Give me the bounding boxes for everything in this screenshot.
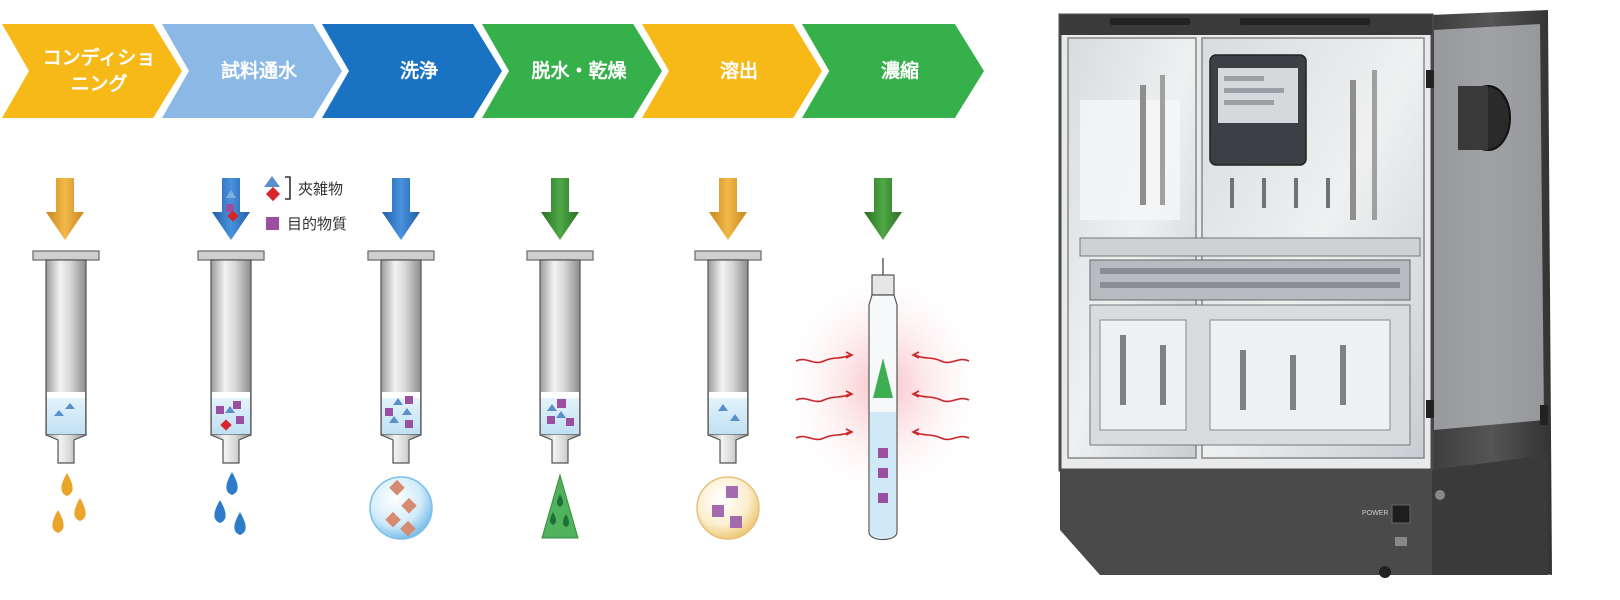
drop-icon bbox=[74, 498, 85, 521]
spe-cartridge-drying bbox=[527, 251, 593, 463]
legend-bracket-icon bbox=[285, 177, 290, 199]
spe-cartridge-conditioning bbox=[33, 251, 99, 463]
arrow-down-icon bbox=[709, 178, 747, 240]
target-square-icon bbox=[266, 217, 279, 230]
spe-cartridge-elution bbox=[695, 251, 761, 463]
arrow-down-icon bbox=[864, 178, 902, 240]
arrow-down-icon bbox=[541, 178, 579, 240]
spe-cartridge-loading bbox=[198, 251, 264, 463]
drop-icon bbox=[61, 473, 72, 496]
drop-icon bbox=[234, 512, 245, 535]
washing-bubble bbox=[370, 477, 432, 539]
elution-bubble bbox=[697, 477, 759, 539]
concentration-tube bbox=[778, 258, 988, 540]
spe-cartridge-washing bbox=[368, 251, 434, 463]
impurity-triangle-icon bbox=[264, 176, 280, 187]
arrow-down-icon bbox=[382, 178, 420, 240]
impurity-diamond-icon bbox=[266, 187, 280, 201]
drop-icon bbox=[226, 472, 237, 495]
arrow-down-icon bbox=[46, 178, 84, 240]
spe-instrument bbox=[1060, 10, 1552, 578]
dried-cone bbox=[542, 475, 578, 538]
power-label: POWER bbox=[1362, 510, 1388, 517]
drop-icon bbox=[214, 500, 225, 523]
drop-icon bbox=[52, 510, 63, 533]
